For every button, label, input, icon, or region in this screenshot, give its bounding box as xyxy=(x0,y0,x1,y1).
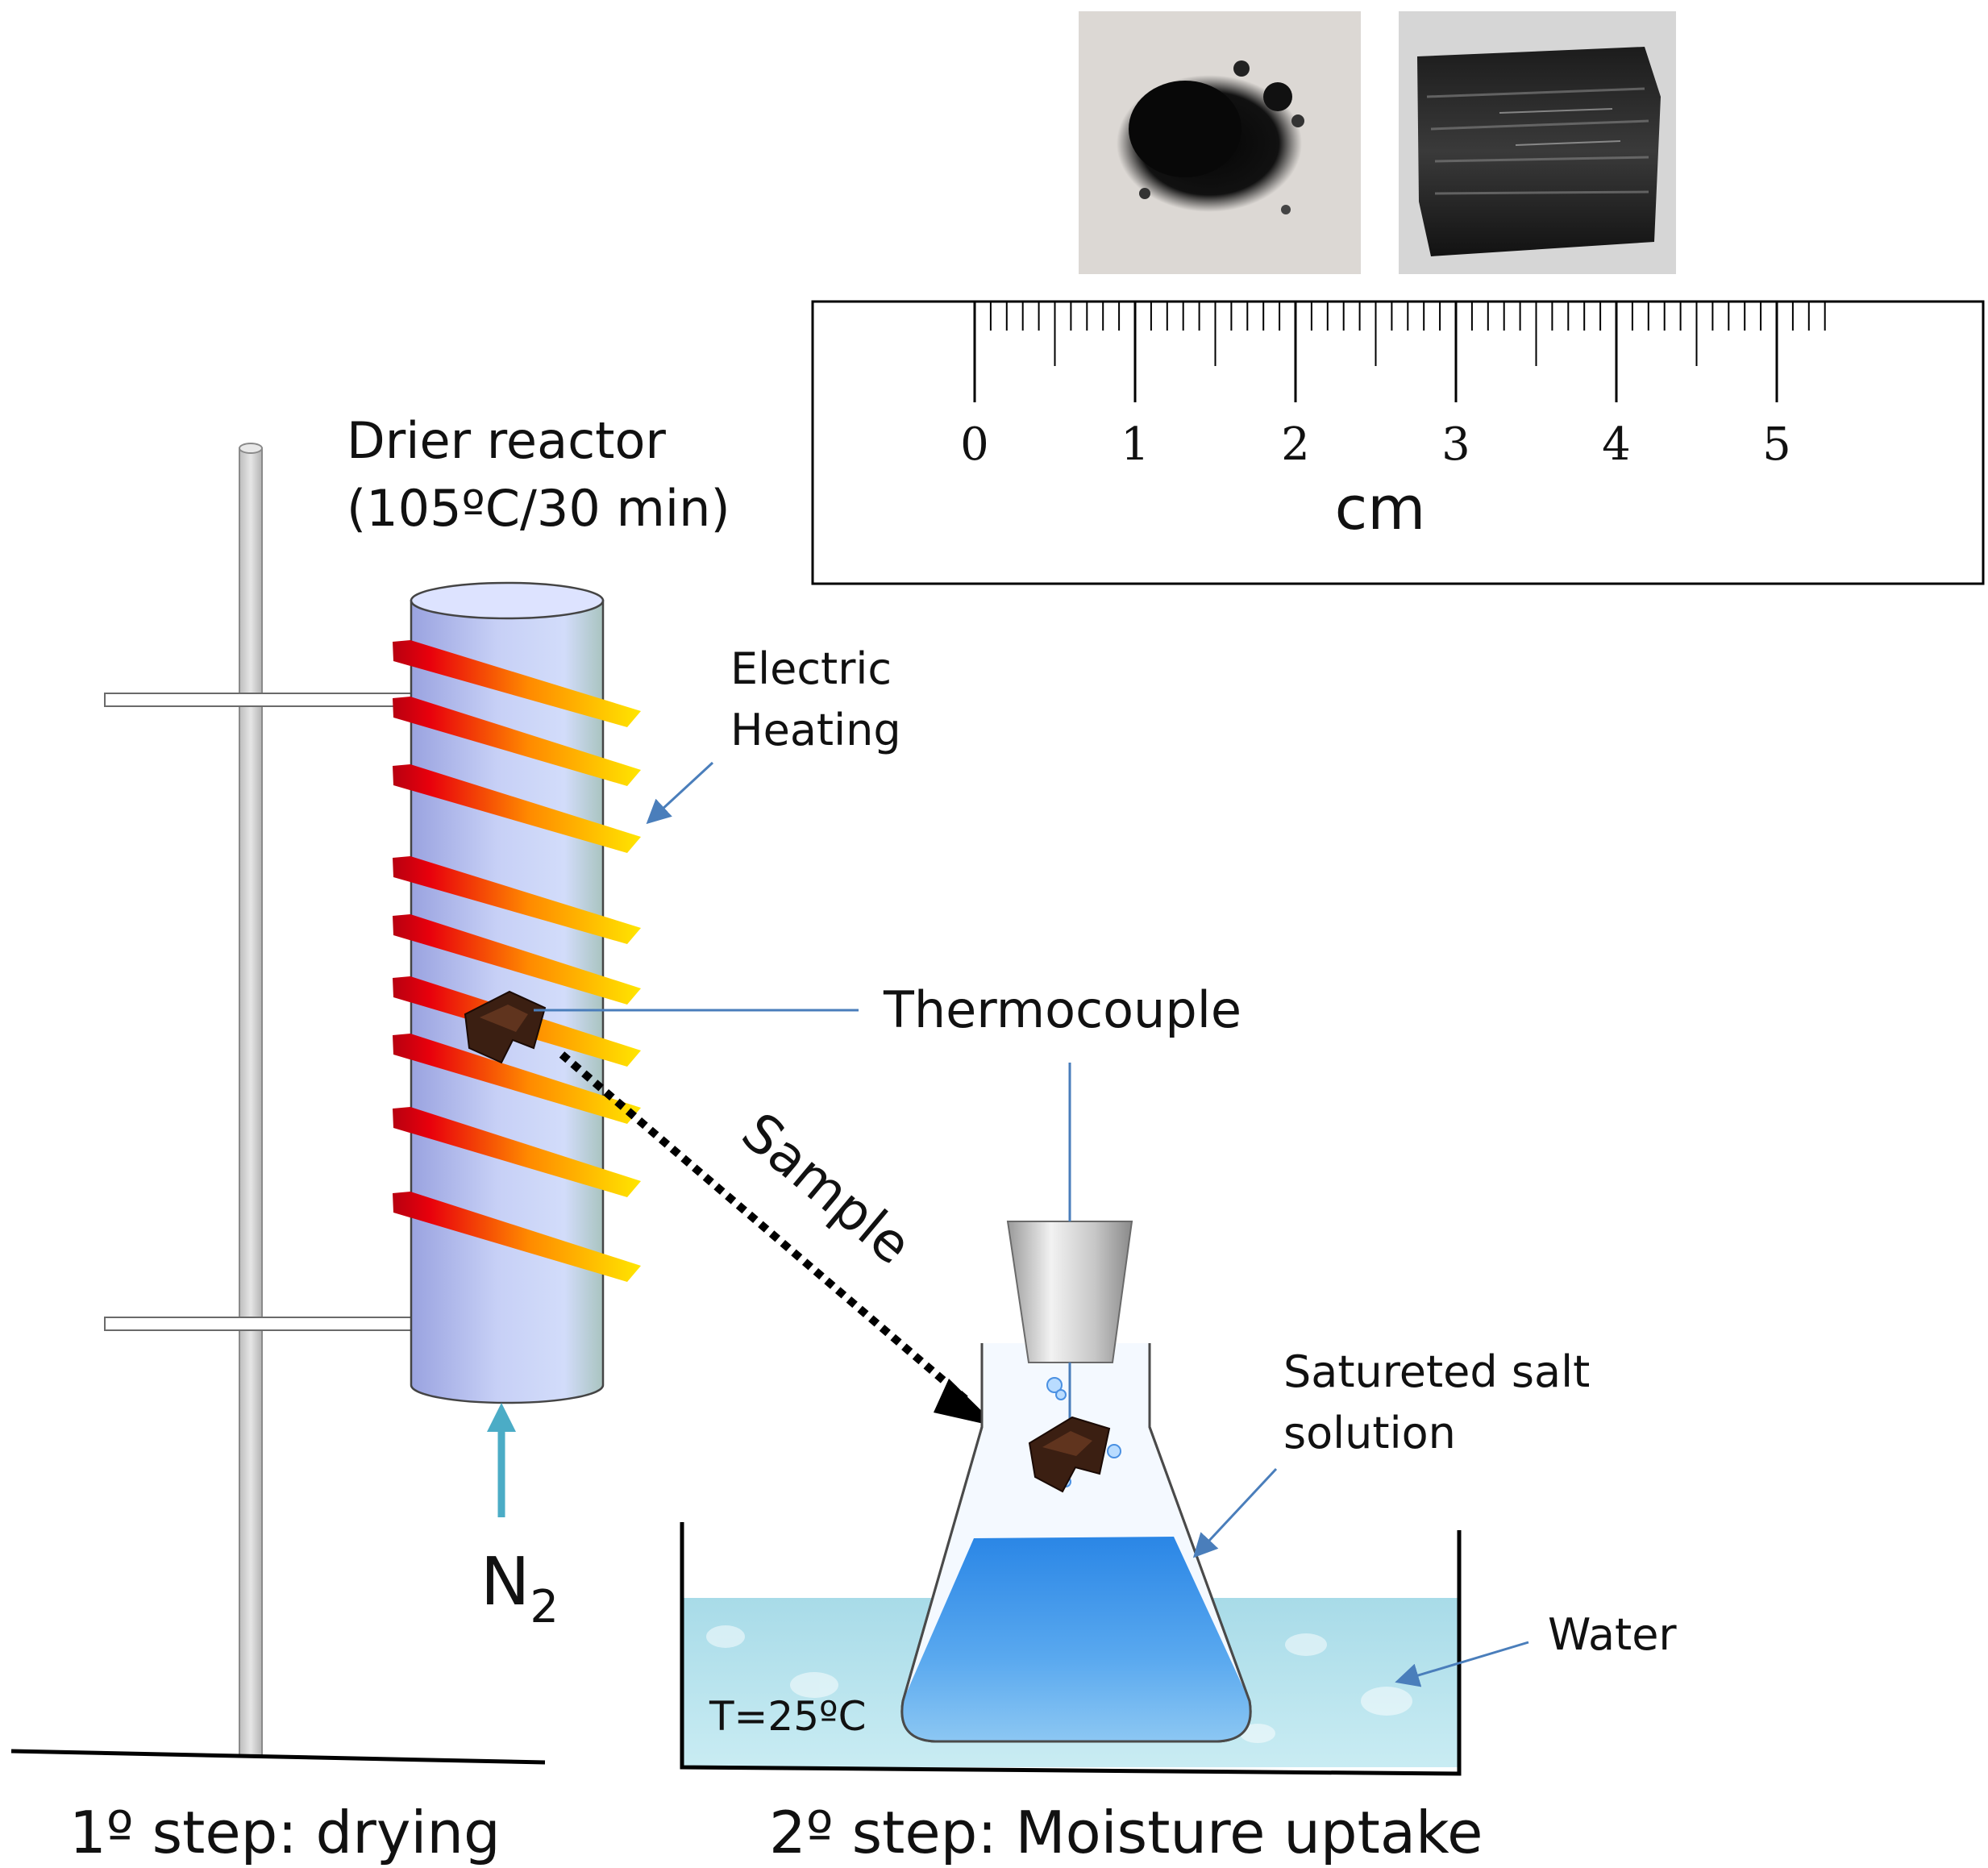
ruler: 0 1 2 3 4 5 cm xyxy=(811,300,1985,585)
water-pointer xyxy=(1395,1641,1529,1687)
erlenmeyer-flask xyxy=(900,1343,1252,1743)
ruler-number-4: 4 xyxy=(1602,418,1631,471)
reactor-condition: (105ºC/30 min) xyxy=(347,479,730,538)
electric-heating-pointer xyxy=(646,761,714,825)
ruler-number-1: 1 xyxy=(1121,418,1150,471)
electric-heating-coil xyxy=(393,640,641,1282)
ruler-number-3: 3 xyxy=(1441,418,1470,471)
step1-label: 1º step: drying xyxy=(69,1799,501,1866)
salt-solution-label-line1: Satureted salt xyxy=(1283,1346,1590,1397)
flask-stopper xyxy=(1006,1221,1133,1363)
support-stand xyxy=(10,443,546,1765)
salt-solution-pointer xyxy=(1192,1467,1278,1558)
electric-heating-label-line1: Electric xyxy=(730,643,892,694)
sample-chunk-icon xyxy=(464,990,547,1064)
reactor-title: Drier reactor xyxy=(347,411,666,470)
ruler-numbers: 0 1 2 3 4 5 xyxy=(960,418,1791,471)
temperature-label: T=25ºC xyxy=(709,1693,867,1740)
ruler-ticks xyxy=(973,302,1826,402)
electric-heating-label-line2: Heating xyxy=(730,705,901,755)
step2-label: 2º step: Moisture uptake xyxy=(769,1799,1483,1866)
ruler-number-2: 2 xyxy=(1281,418,1310,471)
charcoal-block-photo xyxy=(1399,11,1676,274)
n2-inlet-arrow xyxy=(487,1403,516,1517)
ruler-unit: cm xyxy=(1335,474,1426,543)
water-label: Water xyxy=(1548,1609,1677,1660)
n2-subscript: 2 xyxy=(530,1581,559,1633)
sample-in-flask-icon xyxy=(1028,1416,1111,1493)
ruler-number-0: 0 xyxy=(960,418,989,471)
thermocouple-label: Thermocouple xyxy=(883,980,1241,1039)
sample-label: Sample xyxy=(730,1100,923,1276)
n2-main: N xyxy=(480,1544,530,1620)
ruler-number-5: 5 xyxy=(1762,418,1791,471)
salt-solution-label-line2: solution xyxy=(1283,1408,1456,1458)
charcoal-powder-photo xyxy=(1079,11,1361,274)
n2-label: N2 xyxy=(480,1544,559,1633)
